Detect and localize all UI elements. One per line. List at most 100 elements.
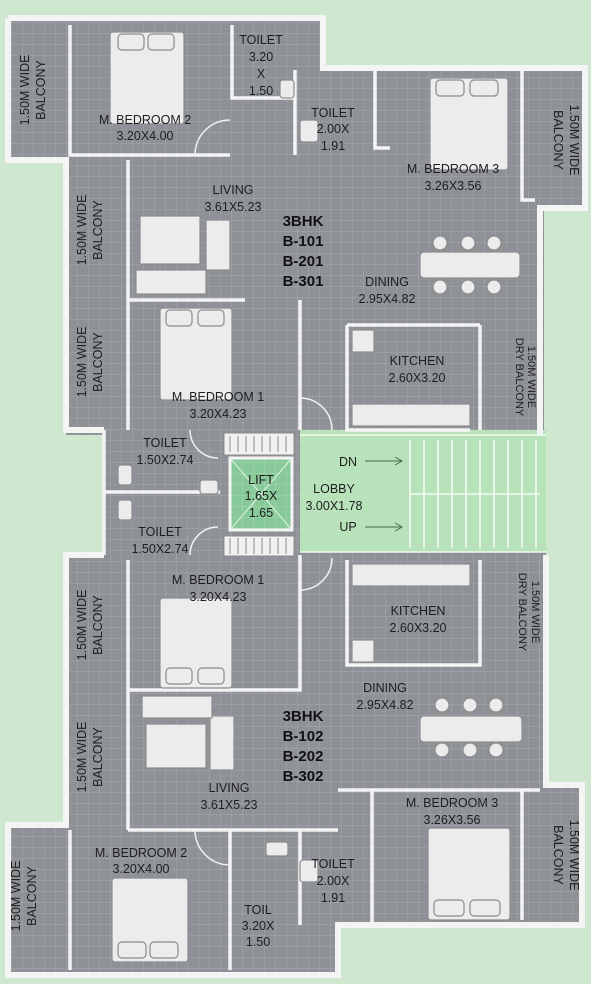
lower-balcony1-a: 1.50M WIDE [75,590,89,661]
bed-mbed2 [109,31,185,125]
lower-balcony3-b: BALCONY [25,865,39,925]
lower-toilet2-name: TOILET [311,857,355,871]
sofa-lower [209,715,235,771]
lobby-area [300,430,546,555]
upper-unit-title-3: B-201 [283,253,324,270]
core-labels: LIFT 1.65X 1.65 DN LOBBY 3.00X1.78 UP [245,455,363,534]
lower-balcony2-b: BALCONY [91,726,105,786]
upper-unit-title-2: B-101 [283,233,324,250]
lower-mbed2-name: M. BEDROOM 2 [95,846,187,860]
upper-toilet1-size-a: 3.20 [249,50,273,64]
upper-unit-title-1: 3BHK [283,213,324,230]
upper-balcony2-b: BALCONY [551,110,565,170]
stair-core [223,432,546,557]
walls-upper [5,15,588,555]
upper-balcony3-a: 1.50M WIDE [75,195,89,266]
stair-up-label: UP [339,520,356,534]
lower-kitchen-name: KITCHEN [391,604,446,618]
lower-toilet1-size-b: 1.50 [246,935,270,949]
kitchen-counter-lower [351,563,471,587]
upper-balcony1-a: 1.50M WIDE [18,55,32,126]
lower-unit-labels: TOILET 1.50X2.74 M. BEDROOM 1 3.20X4.23 … [9,525,581,949]
upper-kitchen-name: KITCHEN [390,354,445,368]
upper-kitchen-size: 2.60X3.20 [389,371,446,385]
lower-mbed3-name: M. BEDROOM 3 [406,796,498,810]
lobby-size: 3.00X1.78 [306,499,363,513]
lower-balcony3-a: 1.50M WIDE [9,861,23,932]
lower-dry-balcony-a: 1.50M WIDE [529,581,541,643]
lower-unit-title-1: 3BHK [283,708,324,725]
lower-balcony2-a: 1.50M WIDE [75,722,89,793]
upper-unit-labels: M. BEDROOM 2 3.20X4.00 TOILET 3.20 X 1.5… [18,33,581,467]
upper-toilet1-size-b: X [257,67,266,81]
kitchen-counter [351,403,471,427]
sofa-b [135,269,207,295]
upper-balcony4-a: 1.50M WIDE [75,327,89,398]
lower-unit-title-4: B-302 [283,768,324,785]
upper-living-name: LIVING [213,183,254,197]
sofa [205,219,231,271]
lower-mbed2-size: 3.20X4.00 [113,862,170,876]
lower-unit-title-2: B-102 [283,728,324,745]
lower-balcony4-a: 1.50M WIDE [567,820,581,891]
lift-size-a: 1.65X [245,489,278,503]
upper-toilet3-size: 1.50X2.74 [137,453,194,467]
lower-dining-size: 2.95X4.82 [357,698,414,712]
upper-dining-name: DINING [365,275,409,289]
lower-mbed1-size: 3.20X4.23 [190,590,247,604]
lower-living-name: LIVING [209,781,250,795]
rug-lower [145,723,207,769]
upper-mbed3-name: M. BEDROOM 3 [407,162,499,176]
lower-mbed1-name: M. BEDROOM 1 [172,573,264,587]
lower-living-size: 3.61X5.23 [201,798,258,812]
upper-mbed2-name: M. BEDROOM 2 [99,113,191,127]
upper-dry-balcony-b: DRY BALCONY [513,338,525,417]
lower-dry-balcony-b: DRY BALCONY [516,573,528,652]
dining-table [419,251,521,279]
upper-balcony4-b: BALCONY [91,331,105,391]
upper-balcony2-a: 1.50M WIDE [567,105,581,176]
upper-mbed2-size: 3.20X4.00 [117,129,174,143]
upper-mbed3-size: 3.26X3.56 [425,179,482,193]
lower-unit-title-3: B-202 [283,748,324,765]
stair-dn-label: DN [339,455,357,469]
upper-mbed1-size: 3.20X4.23 [190,407,247,421]
upper-balcony1-b: BALCONY [34,59,48,119]
upper-balcony3-b: BALCONY [91,199,105,259]
upper-living-size: 3.61X5.23 [205,200,262,214]
rug [139,215,201,265]
lift-size-b: 1.65 [249,506,273,520]
upper-toilet3-name: TOILET [143,436,187,450]
upper-toilet2-name: TOILET [311,106,355,120]
lobby-name: LOBBY [313,482,355,496]
upper-toilet1-name: TOILET [239,33,283,47]
lower-balcony4-b: BALCONY [551,825,565,885]
bed-lower-mbed2 [111,877,189,963]
upper-toilet1-size-c: 1.50 [249,84,273,98]
doors [189,119,333,866]
upper-dry-balcony-a: 1.50M WIDE [525,346,537,408]
bed-mbed1 [159,307,233,401]
lower-toilet1-name: TOIL [244,903,272,917]
upper-unit-title-4: B-301 [283,273,324,290]
bed-lower-mbed3 [427,827,511,921]
upper-mbed1-name: M. BEDROOM 1 [172,390,264,404]
lower-toilet2-size-b: 1.91 [321,891,345,905]
lower-mbed3-size: 3.26X3.56 [424,813,481,827]
upper-toilet2-size-b: 1.91 [321,139,345,153]
lower-kitchen-size: 2.60X3.20 [390,621,447,635]
lower-dining-name: DINING [363,681,407,695]
lower-toilet3-size: 1.50X2.74 [132,542,189,556]
lower-toilet3-name: TOILET [138,525,182,539]
bed-mbed3 [429,77,509,171]
lower-balcony1-b: BALCONY [91,594,105,654]
bed-lower-mbed1 [159,597,233,689]
lift-label: LIFT [248,473,274,487]
upper-toilet2-size-a: 2.00X [317,122,350,136]
dining-table-lower [419,715,523,743]
furniture-lower [111,499,523,963]
upper-dining-size: 2.95X4.82 [359,292,416,306]
lower-toilet1-size-a: 3.20X [242,919,275,933]
lower-toilet2-size-a: 2.00X [317,874,350,888]
